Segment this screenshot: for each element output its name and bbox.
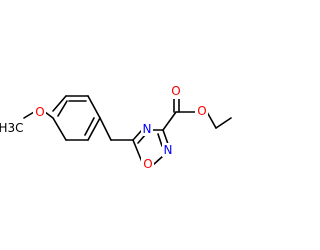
bond-ring-4 (87, 117, 101, 141)
bond-ring-1 (52, 95, 67, 112)
bond-c3-n2 (162, 129, 169, 145)
bond-ring-6 (52, 117, 67, 141)
bond-c3-to-carbonyl (162, 111, 177, 131)
oxadiazole-oxygen-label: O (143, 157, 152, 171)
bond-ring-3 (87, 95, 101, 119)
bond-c3-n2-double (157, 133, 163, 147)
bond-ring-to-oxygen (44, 111, 54, 119)
oxadiazole-n2-label: N (164, 143, 173, 157)
bond-n2-o1 (152, 155, 164, 166)
bonds (23, 95, 232, 166)
carbonyl-oxygen-label: O (171, 84, 180, 98)
bond-ring-double-2 (84, 117, 95, 136)
bond-c5-n4 (132, 129, 143, 141)
atom-labels: O H3C N O N O O (0, 84, 208, 172)
bond-oxygen-to-methyl (23, 111, 35, 119)
bond-o1-c5 (132, 139, 143, 163)
bond-ring-double-3 (57, 100, 68, 117)
bond-ethyl (215, 117, 232, 129)
oxadiazole-n4-label: N (143, 122, 152, 136)
methyl-group-label: H3C (0, 121, 24, 135)
molecule-structure: O H3C N O N O O (0, 84, 232, 172)
ester-oxygen-label: O (197, 104, 206, 118)
bond-ester-oxygen-to-ch2 (206, 111, 217, 129)
bond-ring-to-ch2 (99, 117, 112, 141)
methoxy-oxygen-label: O (35, 105, 44, 119)
